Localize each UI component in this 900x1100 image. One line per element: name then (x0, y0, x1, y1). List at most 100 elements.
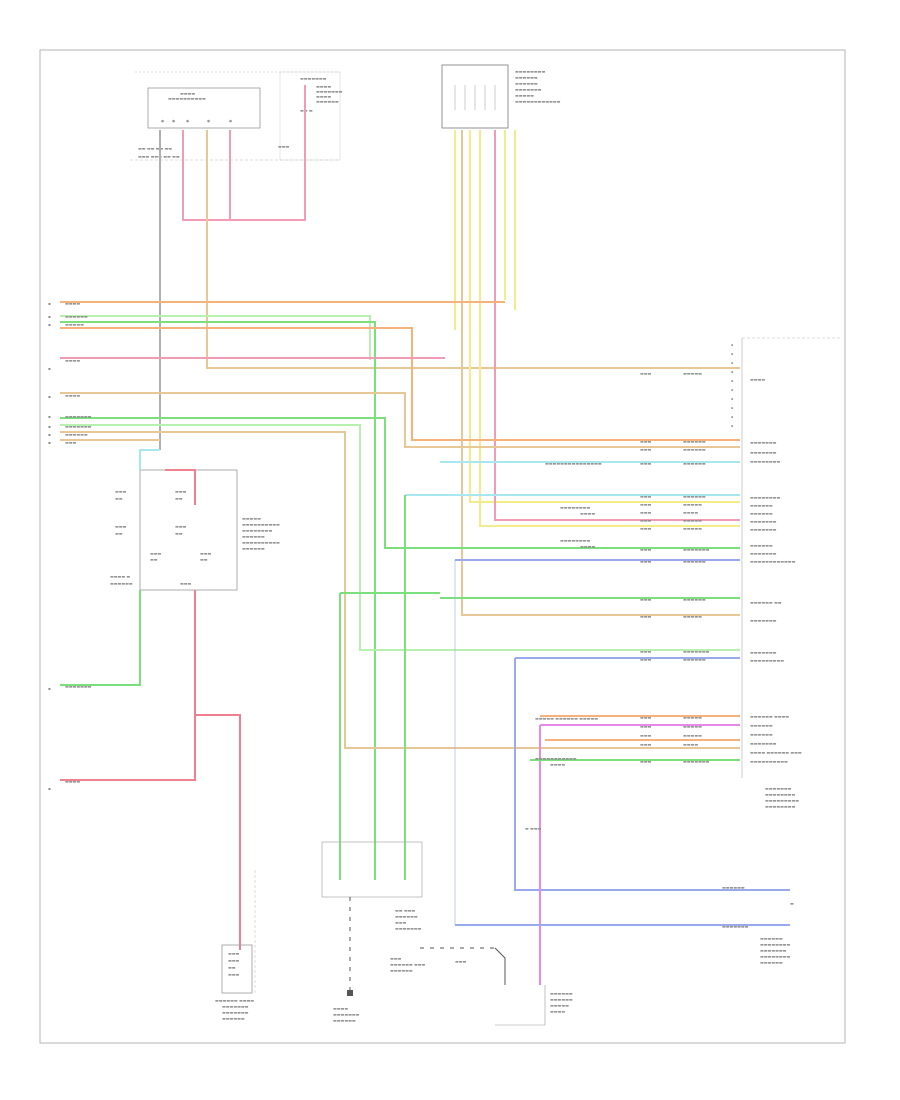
svg-text:▬▬▬: ▬▬▬ (640, 510, 652, 515)
svg-text:▬▬▬: ▬▬▬ (150, 551, 162, 556)
svg-text:▬▬▬: ▬▬▬ (640, 371, 652, 376)
top-left-module: ▬▬▬▬ ▬▬▬▬▬▬▬▬▬▬ ●● ●● ● ▬▬ ▬▬ ▬▬ ▬▬ ▬▬▬ … (130, 71, 343, 161)
svg-text:▬▬▬▬▬▬: ▬▬▬▬▬▬ (242, 534, 265, 539)
svg-text:▬▬▬▬: ▬▬▬▬ (550, 1009, 565, 1014)
svg-text:▬▬▬▬▬▬▬: ▬▬▬▬▬▬▬ (750, 450, 777, 455)
svg-text:▬▬▬▬▬▬: ▬▬▬▬▬▬ (760, 960, 783, 965)
svg-text:▬▬▬▬▬▬▬: ▬▬▬▬▬▬▬ (222, 1004, 249, 1009)
svg-text:▬▬▬▬▬▬▬▬: ▬▬▬▬▬▬▬▬ (765, 792, 795, 797)
svg-text:▬▬▬▬▬▬: ▬▬▬▬▬▬ (395, 914, 418, 919)
svg-text:▬▬▬▬▬▬: ▬▬▬▬▬▬ (750, 511, 773, 516)
svg-text:▬▬▬▬▬: ▬▬▬▬▬ (683, 614, 702, 619)
svg-text:▬▬▬▬▬▬: ▬▬▬▬▬▬ (550, 997, 573, 1002)
svg-text:▬▬▬▬▬ ▬▬▬▬▬▬ ▬▬▬▬▬: ▬▬▬▬▬ ▬▬▬▬▬▬ ▬▬▬▬▬ (535, 716, 598, 721)
svg-text:▬▬▬▬▬▬: ▬▬▬▬▬▬ (760, 936, 783, 941)
svg-text:▬▬▬: ▬▬▬ (278, 144, 290, 149)
svg-text:▪: ▪ (48, 786, 51, 791)
svg-text:▬▬▬: ▬▬▬ (65, 440, 77, 445)
svg-text:▬▬▬▬▬: ▬▬▬▬▬ (550, 1003, 569, 1008)
svg-text:▬▬▬▬▬▬ ▬▬: ▬▬▬▬▬▬ ▬▬ (750, 600, 782, 605)
svg-text:▬▬▬▬▬▬: ▬▬▬▬▬▬ (390, 968, 413, 973)
svg-text:▬▬▬▬▬: ▬▬▬▬▬ (683, 371, 702, 376)
svg-text:▬▬▬▬▬▬▬▬▬▬▬▬: ▬▬▬▬▬▬▬▬▬▬▬▬ (515, 99, 561, 104)
svg-text:▬▬: ▬▬ (175, 496, 183, 501)
svg-text:▬▬▬▬▬▬: ▬▬▬▬▬▬ (683, 494, 706, 499)
svg-text:▬▬▬▬▬: ▬▬▬▬▬ (242, 516, 261, 521)
svg-text:▬▬▬▬▬▬ ▬▬▬: ▬▬▬▬▬▬ ▬▬▬ (390, 962, 426, 967)
svg-text:▬▬▬▬ ▬: ▬▬▬▬ ▬ (110, 574, 130, 579)
svg-text:▬▬▬: ▬▬▬ (640, 715, 652, 720)
svg-text:▬▬▬: ▬▬▬ (228, 951, 240, 956)
harness-wires (60, 301, 740, 880)
svg-text:▬▬▬: ▬▬▬ (640, 461, 652, 466)
svg-text:●: ● (229, 119, 232, 123)
svg-text:▬▬▬▬▬▬▬▬▬▬: ▬▬▬▬▬▬▬▬▬▬ (168, 96, 206, 101)
svg-text:▪: ▪ (48, 432, 51, 437)
svg-text:▬▬▬▬: ▬▬▬▬ (316, 94, 331, 99)
svg-text:▬▬▬: ▬▬▬ (640, 724, 652, 729)
svg-text:▬▬▬▬: ▬▬▬▬ (683, 742, 698, 747)
right-main-connector: ▪▪ ▪▪ ▪▪ ▪▪ ▪▪ ▬▬▬▬ ▬▬▬▬▬▬▬ ▬▬▬▬▬▬▬ ▬▬▬▬… (731, 337, 840, 809)
svg-text:▪: ▪ (48, 314, 51, 319)
svg-text:▪: ▪ (48, 301, 51, 306)
svg-text:▬▬: ▬▬ (150, 557, 158, 562)
svg-text:▬▬▬▬▬▬: ▬▬▬▬▬▬ (683, 461, 706, 466)
svg-text:▬▬▬▬▬▬: ▬▬▬▬▬▬ (683, 597, 706, 602)
svg-text:▬▬▬▬▬▬: ▬▬▬▬▬▬ (222, 1016, 245, 1021)
svg-text:▬▬▬: ▬▬▬ (640, 733, 652, 738)
svg-text:▪: ▪ (731, 424, 734, 428)
svg-text:▬▬▬▬▬▬▬▬▬▬: ▬▬▬▬▬▬▬▬▬▬ (750, 759, 788, 764)
svg-text:▪: ▪ (48, 394, 51, 399)
svg-text:▬▬▬▬▬▬▬: ▬▬▬▬▬▬▬ (683, 759, 710, 764)
svg-text:▪: ▪ (731, 406, 734, 410)
svg-text:●: ● (207, 119, 210, 123)
svg-text:▬▬▬▬▬: ▬▬▬▬▬ (683, 733, 702, 738)
svg-text:▬▬▬▬▬▬ ▬▬▬▬: ▬▬▬▬▬▬ ▬▬▬▬ (215, 998, 254, 1003)
svg-text:▬▬▬▬▬▬: ▬▬▬▬▬▬ (242, 546, 265, 551)
svg-text:●: ● (186, 119, 189, 123)
svg-text:▬▬▬▬: ▬▬▬▬ (580, 511, 595, 516)
svg-text:▪: ▪ (731, 370, 734, 374)
svg-text:▬▬▬▬▬▬: ▬▬▬▬▬▬ (110, 581, 133, 586)
svg-text:▪: ▪ (48, 366, 51, 371)
svg-text:▬▬▬▬▬▬▬: ▬▬▬▬▬▬▬ (750, 551, 777, 556)
svg-text:●: ● (172, 119, 175, 123)
svg-text:▬▬▬▬▬▬▬▬: ▬▬▬▬▬▬▬▬ (560, 538, 590, 543)
svg-text:▬▬▬: ▬▬▬ (640, 502, 652, 507)
svg-text:▬▬▬▬▬▬▬: ▬▬▬▬▬▬▬ (222, 1010, 249, 1015)
svg-text:▬▬▬▬▬▬▬▬▬▬▬▬: ▬▬▬▬▬▬▬▬▬▬▬▬ (750, 559, 796, 564)
svg-text:▬▬▬▬▬▬▬: ▬▬▬▬▬▬▬ (750, 527, 777, 532)
svg-text:▬▬▬: ▬▬▬ (228, 958, 240, 963)
svg-text:▬▬▬▬▬▬: ▬▬▬▬▬▬ (550, 991, 573, 996)
svg-text:▬▬▬▬▬▬▬: ▬▬▬▬▬▬▬ (760, 948, 787, 953)
svg-text:▬▬▬▬▬: ▬▬▬▬▬ (683, 526, 702, 531)
svg-text:▬▬ ▬▬ ▬▬ ▬▬: ▬▬ ▬▬ ▬▬ ▬▬ (138, 146, 172, 151)
svg-text:▬▬▬▬▬: ▬▬▬▬▬ (683, 518, 702, 523)
svg-text:▪: ▪ (731, 379, 734, 383)
svg-text:▬▬▬: ▬▬▬ (175, 524, 187, 529)
right-connector-wires (339, 461, 790, 985)
svg-text:▪: ▪ (48, 322, 51, 327)
svg-text:▬▬: ▬▬ (115, 496, 123, 501)
svg-text:▬▬▬▬▬▬▬▬: ▬▬▬▬▬▬▬▬ (765, 804, 795, 809)
svg-text:▬▬▬: ▬▬▬ (640, 759, 652, 764)
top-wires (159, 85, 740, 616)
svg-text:▬▬▬: ▬▬▬ (640, 614, 652, 619)
svg-text:▬▬▬▬▬▬▬▬▬▬▬: ▬▬▬▬▬▬▬▬▬▬▬ (535, 756, 577, 761)
svg-text:▬: ▬ (790, 901, 794, 906)
svg-text:▬▬▬▬▬▬: ▬▬▬▬▬▬ (722, 885, 745, 890)
svg-text:▬▬▬▬ ▬▬▬▬▬▬ ▬▬▬: ▬▬▬▬ ▬▬▬▬▬▬ ▬▬▬ (750, 750, 802, 755)
wire-color-labels: ▬▬▬▬▬▬▬▬ ▬▬▬▬▬▬▬▬▬ ▬▬▬▬▬▬▬▬▬ ▬▬▬▬▬▬▬▬▬ ▬… (535, 371, 749, 929)
svg-text:▬▬▬▬: ▬▬▬▬ (65, 358, 80, 363)
svg-text:▬▬▬▬▬▬▬: ▬▬▬▬▬▬▬ (65, 684, 92, 689)
svg-text:▬▬ ▬▬▬: ▬▬ ▬▬▬ (395, 908, 415, 913)
svg-text:▬▬▬: ▬▬▬ (640, 447, 652, 452)
svg-text:▪: ▪ (48, 414, 51, 419)
svg-text:▬▬: ▬▬ (115, 531, 123, 536)
svg-text:▬▬▬▬▬▬▬: ▬▬▬▬▬▬▬ (515, 87, 542, 92)
svg-text:▬▬▬▬▬▬▬: ▬▬▬▬▬▬▬ (750, 440, 777, 445)
svg-text:▬▬▬▬▬▬▬: ▬▬▬▬▬▬▬ (316, 89, 343, 94)
svg-text:▬▬▬▬▬▬▬▬▬▬: ▬▬▬▬▬▬▬▬▬▬ (242, 522, 280, 527)
svg-text:▬▬▬▬▬▬▬: ▬▬▬▬▬▬▬ (65, 414, 92, 419)
svg-text:▬▬▬▬▬▬▬: ▬▬▬▬▬▬▬ (750, 650, 777, 655)
